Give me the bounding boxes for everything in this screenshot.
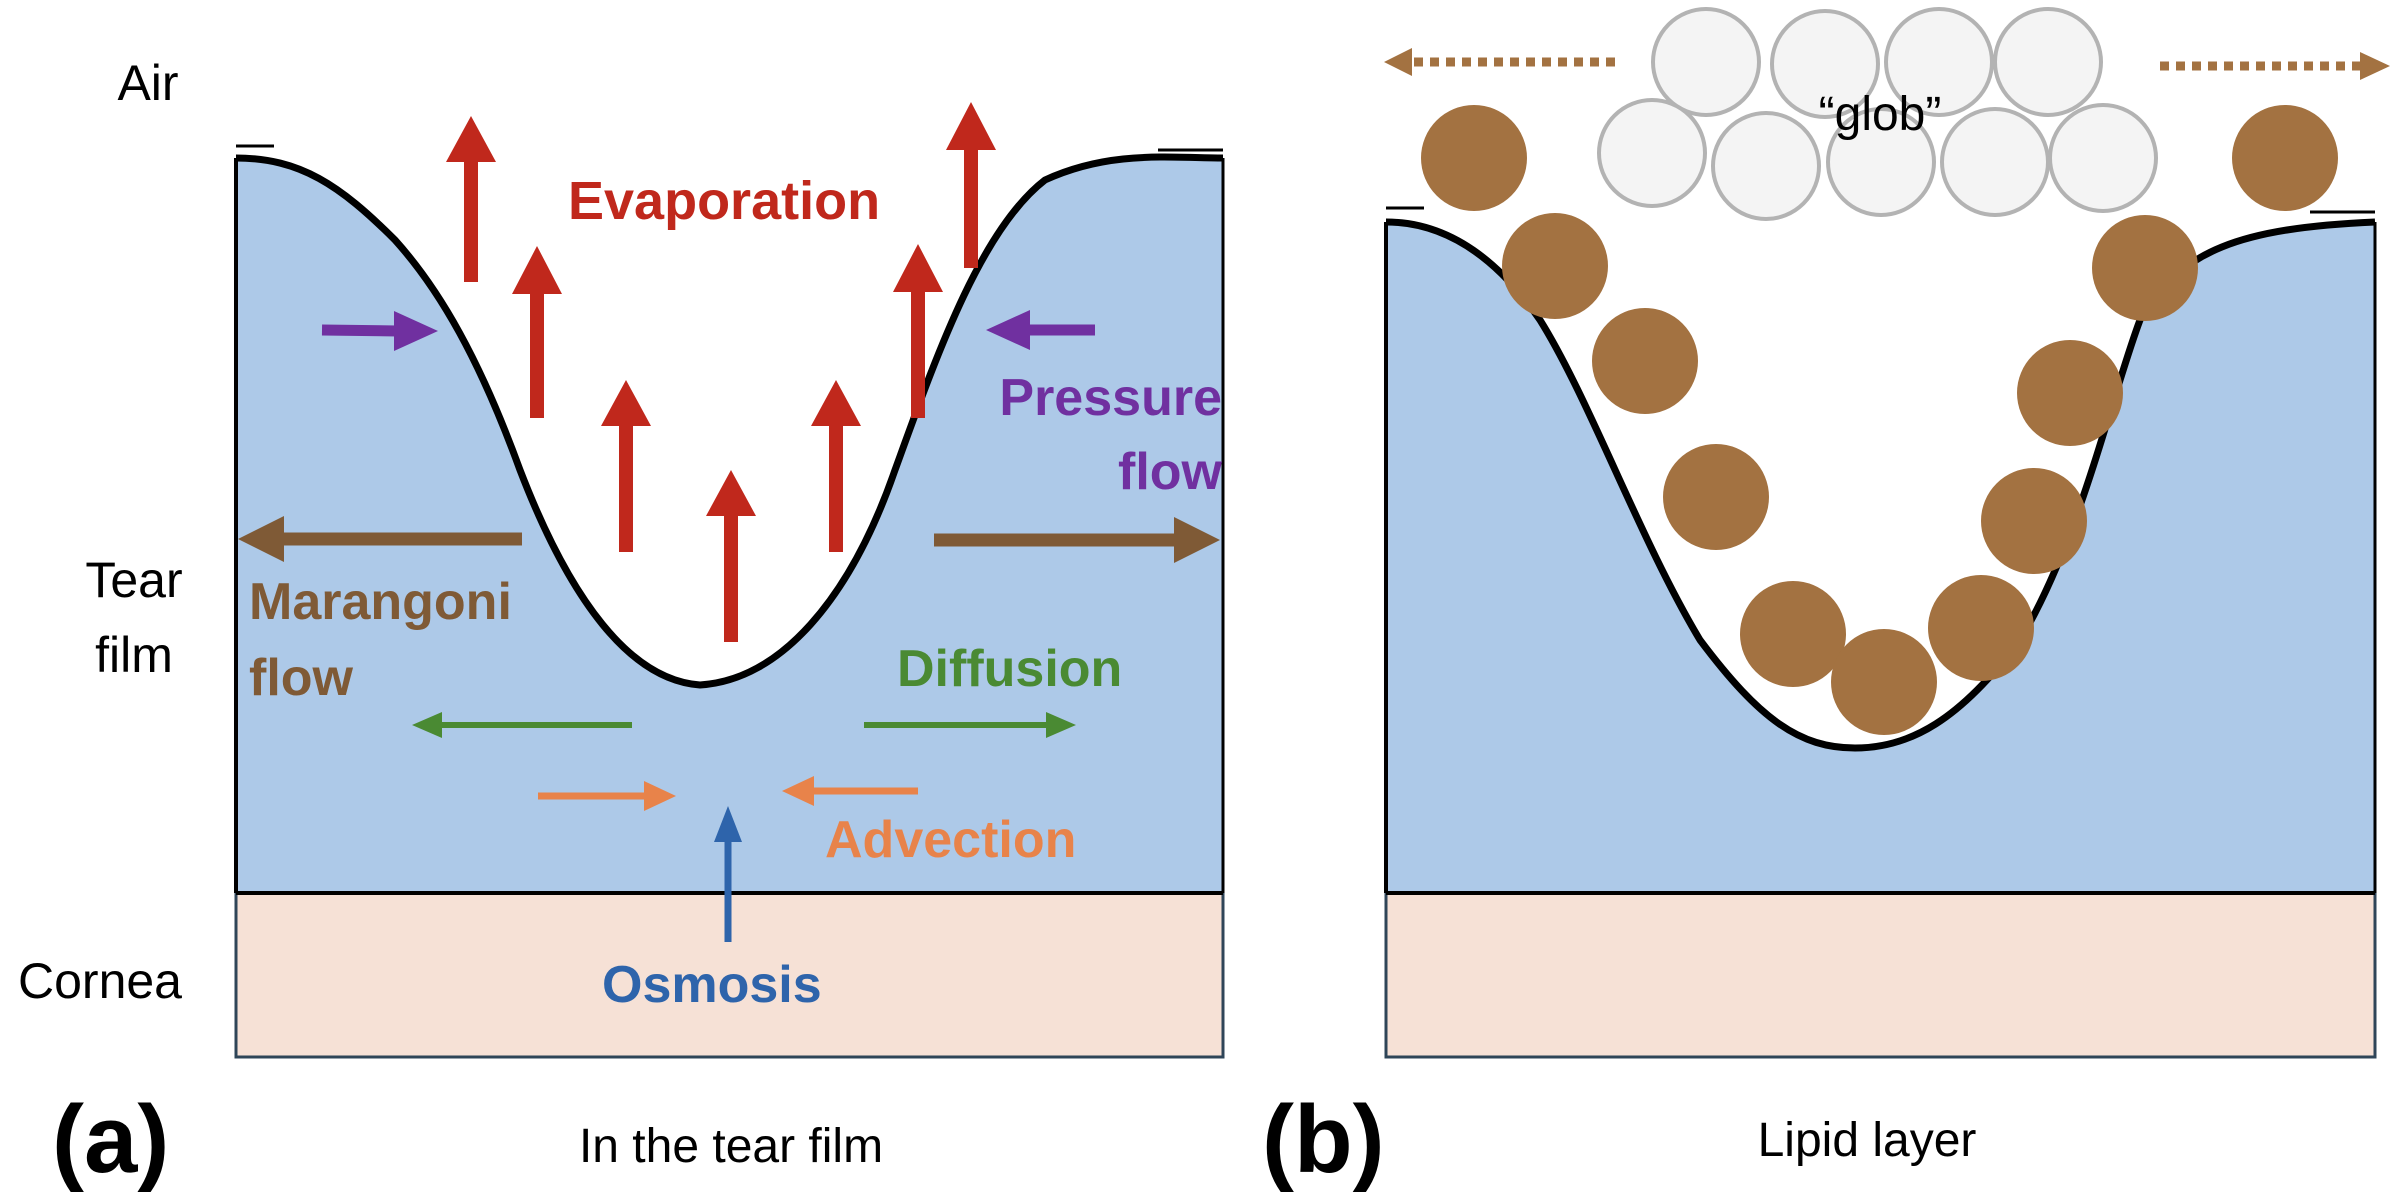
glob-particle	[1993, 7, 2103, 117]
marangoni-label-line1: Marangoni	[249, 573, 512, 631]
lipid-particle	[2092, 215, 2198, 321]
diffusion-arrows	[412, 712, 1076, 738]
evaporation-arrows	[446, 102, 996, 642]
evaporation-arrow	[512, 246, 562, 418]
evaporation-arrow	[446, 116, 496, 282]
glob-label: “glob”	[1819, 88, 1942, 141]
glob-particle	[1770, 9, 1880, 119]
diffusion-arrow-right	[864, 712, 1076, 738]
evaporation-arrow	[946, 102, 996, 268]
panel-b-caption: Lipid layer	[1758, 1114, 1977, 1167]
spread-arrow-left	[1384, 48, 1615, 76]
evaporation-arrow	[893, 244, 943, 418]
marangoni-label-line2: flow	[249, 649, 354, 707]
pressure-flow-label-line2: flow	[1118, 443, 1223, 501]
lipid-particle	[1831, 629, 1937, 735]
air-label: Air	[117, 55, 178, 111]
panel-b-letter: (b)	[1262, 1086, 1385, 1193]
lipid-particle	[2232, 105, 2338, 211]
marangoni-arrows	[238, 516, 1220, 563]
spread-arrow-right	[2160, 52, 2390, 80]
tear-film-label-line2: film	[95, 627, 173, 683]
glob-particle	[1711, 111, 1821, 221]
lipid-particle	[1502, 213, 1608, 319]
glob-particle	[1826, 107, 1936, 217]
diffusion-arrow-left	[412, 712, 632, 738]
pressure-arrow-right	[321, 311, 438, 351]
marangoni-arrow-left	[238, 516, 522, 562]
lipid-particle	[1928, 575, 2034, 681]
layer-labels: Air Tear film Cornea	[18, 55, 183, 1009]
osmosis-label: Osmosis	[602, 956, 822, 1014]
diffusion-label: Diffusion	[897, 640, 1122, 698]
evaporation-arrow	[811, 380, 861, 552]
panel-a-caption: In the tear film	[579, 1120, 883, 1173]
evaporation-arrow	[601, 380, 651, 552]
marangoni-arrow-right	[934, 517, 1220, 563]
pressure-flow-arrows	[321, 310, 1095, 351]
advection-label: Advection	[825, 811, 1076, 869]
panel-a-letter: (a)	[52, 1086, 169, 1193]
lipid-particle	[1592, 308, 1698, 414]
glob-particle	[1651, 7, 1761, 117]
lipid-particles	[1421, 105, 2338, 735]
glob-particle	[1884, 7, 1994, 117]
lipid-particle	[1421, 105, 1527, 211]
tear-film-b	[1386, 222, 2375, 893]
evaporation-arrow	[706, 470, 756, 642]
pressure-flow-label-line1: Pressure	[999, 369, 1222, 427]
lipid-particle	[1981, 468, 2087, 574]
glob-particle	[1940, 107, 2050, 217]
lipid-particle	[2017, 340, 2123, 446]
glob-particle	[1597, 98, 1707, 208]
advection-arrows	[538, 776, 918, 811]
tear-surface-a	[235, 153, 1224, 689]
panel-b: “glob” (b) Lipid layer	[1262, 7, 2390, 1193]
evaporation-label: Evaporation	[568, 171, 880, 231]
lipid-particle	[1740, 581, 1846, 687]
glob-spread-arrows	[1384, 48, 2390, 80]
advection-arrow-left	[782, 776, 918, 806]
cornea-layer-b	[1384, 891, 2377, 1059]
lipid-particle	[1663, 444, 1769, 550]
tear-film-a	[236, 157, 1223, 894]
osmosis-arrow	[714, 806, 742, 942]
pressure-arrow-left	[986, 310, 1095, 350]
cornea-label: Cornea	[18, 953, 182, 1009]
tear-film-label-line1: Tear	[85, 552, 182, 608]
glob-particle	[2048, 103, 2158, 213]
advection-arrow-right	[538, 781, 676, 811]
lipid-glob	[1597, 7, 2158, 221]
panel-a: Evaporation Pressure flow Marangoni flow…	[52, 102, 1225, 1193]
